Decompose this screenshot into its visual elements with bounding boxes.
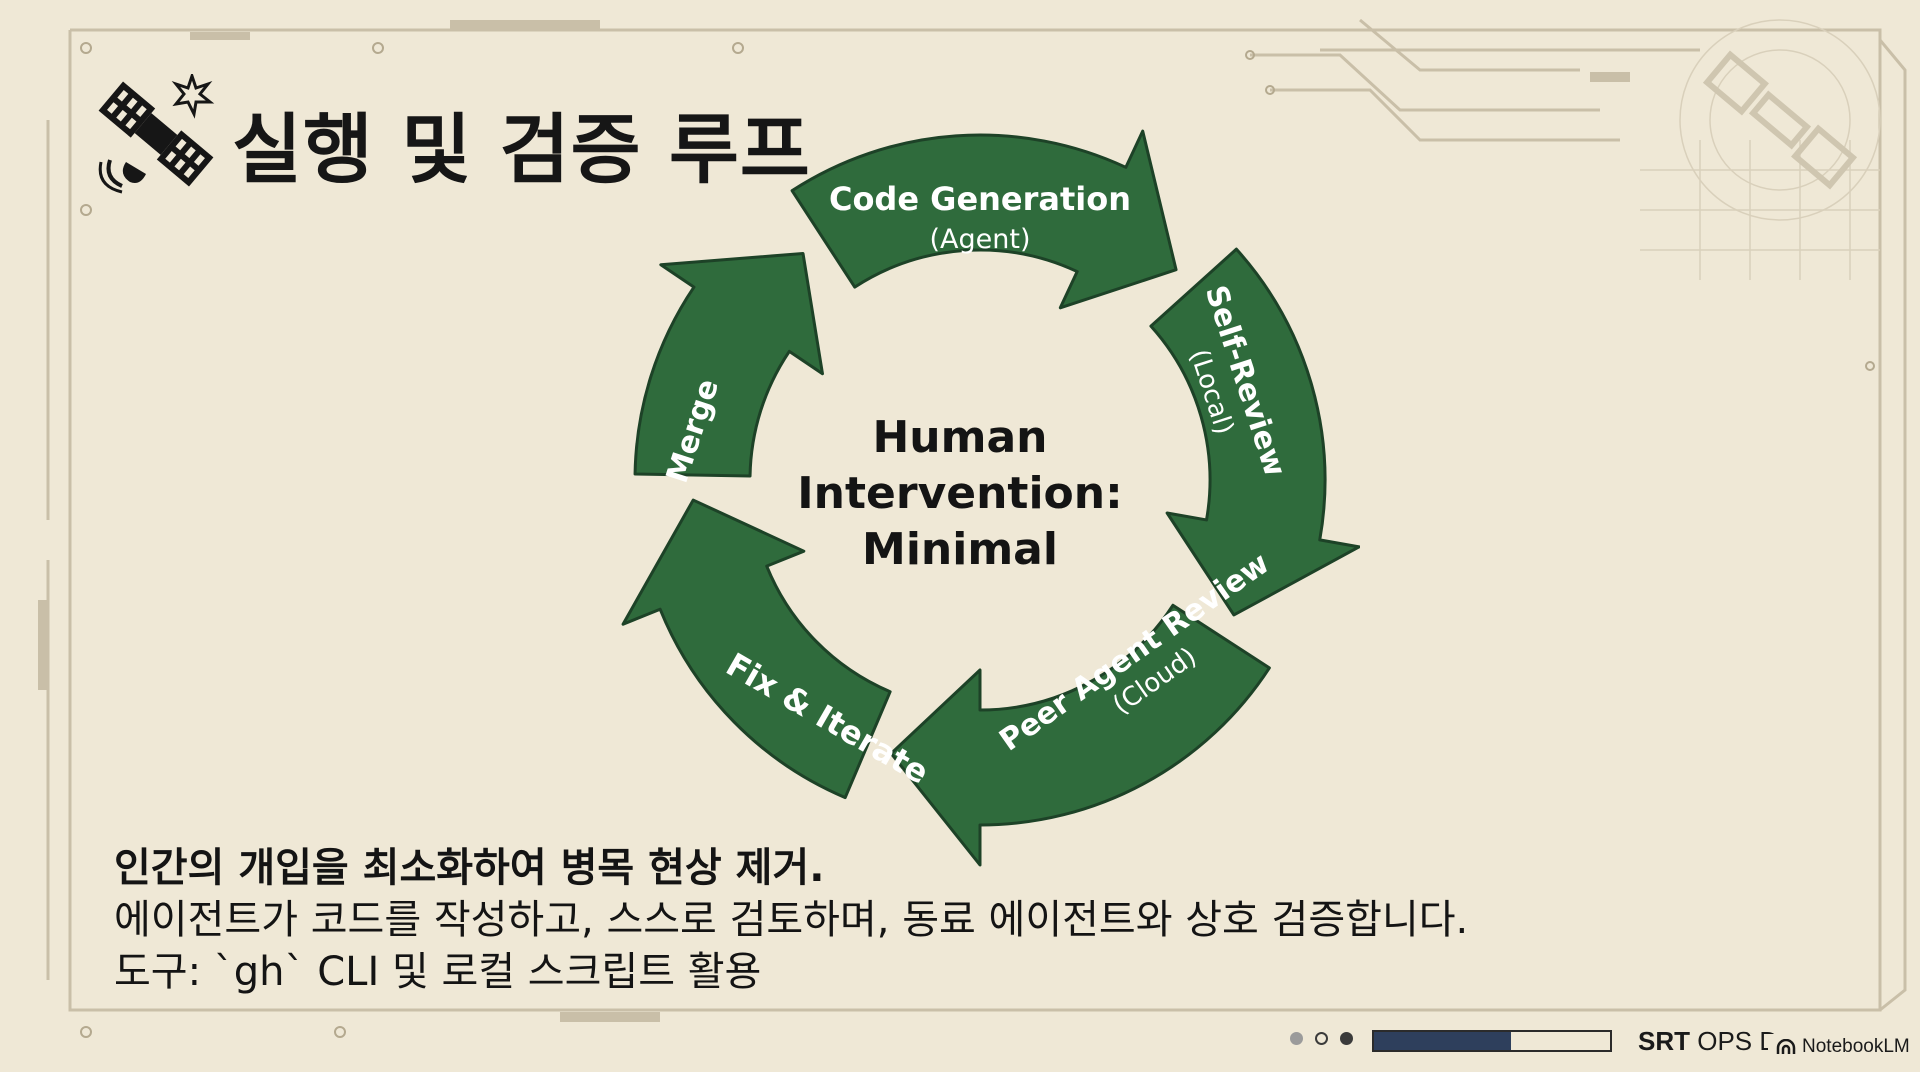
slide-dot[interactable] [1315,1032,1328,1045]
notebooklm-badge[interactable]: NotebookLM [1768,1034,1920,1060]
cycle-diagram: Code Generation(Agent)Self-Review(Local)… [621,129,1360,867]
cycle-arrow-5 [633,251,824,478]
slide-dots [1290,1032,1353,1045]
ops-label: SRT OPS D [1638,1026,1778,1057]
cycle-center-label: Human Intervention: Minimal [780,410,1140,578]
page-title: 실행 및 검증 루프 [232,105,811,194]
body-line-1: 에이전트가 코드를 작성하고, 스스로 검토하며, 동료 에이전트와 상호 검증… [114,897,1469,943]
notebooklm-label: NotebookLM [1802,1036,1910,1057]
ops-label-text: OPS D [1697,1026,1779,1056]
ops-label-bold: SRT [1638,1026,1690,1056]
notebooklm-icon [1776,1039,1796,1054]
progress-fill [1374,1032,1511,1050]
center-line-3: Minimal [862,524,1058,575]
cycle-arrow-1 [790,129,1178,310]
footer: SRT OPS D NotebookLM [1290,1026,1920,1066]
body-headline: 인간의 개입을 최소화하여 병목 현상 제거. [114,845,825,891]
cycle-arrow-4 [621,498,892,800]
center-line-2: Intervention: [797,468,1123,519]
body-line-2: 도구: `gh` CLI 및 로컬 스크립트 활용 [114,949,762,995]
progress-bar [1372,1030,1612,1052]
center-line-1: Human [872,412,1048,463]
slide-dot-active[interactable] [1340,1032,1353,1045]
cycle-arrow-2 [1149,247,1360,617]
satellite-icon [98,74,215,194]
cycle-arrow-3 [889,603,1271,867]
step-sub-code-generation: (Agent) [930,224,1031,255]
step-label-code-generation: Code Generation [829,180,1131,218]
body-text: 인간의 개입을 최소화하여 병목 현상 제거. 에이전트가 코드를 작성하고, … [114,842,1468,998]
slide-dot[interactable] [1290,1032,1303,1045]
